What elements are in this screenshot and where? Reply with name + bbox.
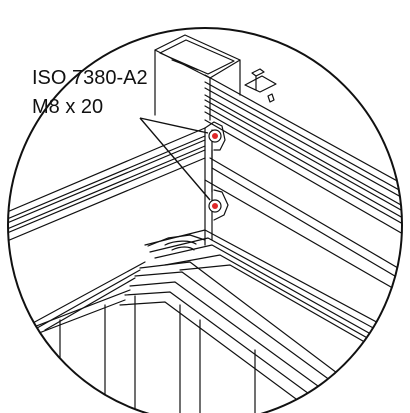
upper-right-rail (204, 74, 402, 299)
profile-end-box (154, 34, 241, 121)
vertical-bracket (204, 121, 229, 246)
lower-rail (119, 229, 402, 413)
lower-rail-cap (147, 234, 206, 251)
callout-line-2: M8 x 20 (32, 96, 103, 118)
top-rail-clip (244, 68, 277, 103)
bolt-lower (208, 199, 222, 213)
callout-line-1: ISO 7380-A2 (32, 67, 148, 89)
callout-leaders (139, 117, 211, 201)
bolt-upper (208, 129, 222, 143)
